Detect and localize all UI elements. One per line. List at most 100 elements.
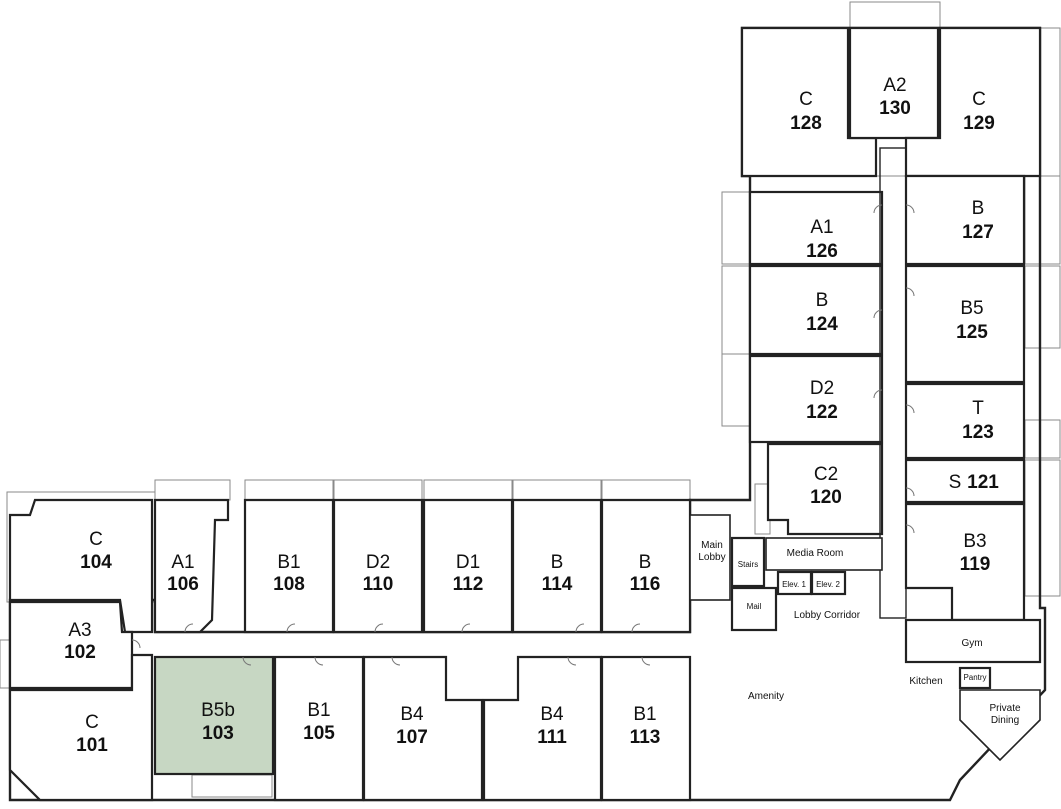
gym[interactable]: Gym xyxy=(904,618,1042,664)
unit-type-label: B3 xyxy=(963,531,986,552)
svg-text:Elev. 2: Elev. 2 xyxy=(816,580,840,589)
unit-number-label: 116 xyxy=(630,574,661,595)
unit-u108[interactable]: B1 108 xyxy=(243,498,335,634)
unit-type-label: C xyxy=(89,529,103,550)
unit-number-label: 104 xyxy=(80,552,112,573)
unit-u111[interactable]: B4 111 xyxy=(482,655,603,802)
unit-number-label: 102 xyxy=(64,642,96,663)
unit-u112[interactable]: D1 112 xyxy=(422,498,514,634)
unit-number-label: 101 xyxy=(76,735,108,756)
pantry: Pantry xyxy=(958,666,992,690)
svg-text:Dining: Dining xyxy=(991,715,1019,726)
media-room[interactable]: Media Room xyxy=(765,537,883,571)
main-lobby[interactable]: Main Lobby xyxy=(689,514,731,601)
unit-number-label: 130 xyxy=(879,98,911,119)
unit-u120[interactable]: C2 120 xyxy=(766,442,884,536)
unit-u105[interactable]: B1 105 xyxy=(273,655,365,802)
unit-u107[interactable]: B4 107 xyxy=(362,655,484,802)
unit-type-label: B5b xyxy=(201,700,235,721)
mail-room[interactable]: Mail xyxy=(730,586,778,632)
unit-u114[interactable]: B 114 xyxy=(511,498,603,634)
unit-type-label: B4 xyxy=(400,704,424,725)
unit-u126[interactable]: A1 126 xyxy=(748,190,884,266)
svg-text:Mail: Mail xyxy=(747,602,762,611)
unit-type-label: B xyxy=(816,290,829,311)
unit-number-label: 124 xyxy=(806,314,838,335)
unit-u123[interactable]: T 123 xyxy=(904,382,1026,460)
unit-type-label: C xyxy=(972,89,986,110)
unit-type-label: B1 xyxy=(633,704,656,725)
unit-u116[interactable]: B 116 xyxy=(600,498,692,634)
unit-u130[interactable]: A2 130 xyxy=(848,26,940,140)
unit-number-label: 126 xyxy=(806,241,838,262)
unit-u121[interactable]: S 121 xyxy=(904,458,1026,504)
unit-u110[interactable]: D2 110 xyxy=(332,498,424,634)
stairs: Stairs xyxy=(730,536,766,588)
unit-number-label: 129 xyxy=(963,113,995,134)
unit-number-label: 105 xyxy=(303,723,335,744)
unit-number-label: 111 xyxy=(537,727,567,748)
unit-u128[interactable]: C 128 xyxy=(740,26,878,178)
svg-text:Stairs: Stairs xyxy=(738,560,758,569)
unit-u104[interactable]: C 104 xyxy=(8,498,154,634)
unit-u125[interactable]: B5 125 xyxy=(904,264,1026,384)
svg-text:Elev. 1: Elev. 1 xyxy=(782,580,806,589)
unit-u101[interactable]: C 101 xyxy=(8,653,154,802)
unit-type-label: A2 xyxy=(883,75,906,96)
unit-number-label: 125 xyxy=(956,322,988,343)
unit-type-label: T xyxy=(972,398,984,419)
svg-text:Pantry: Pantry xyxy=(963,673,986,682)
svg-text:Lobby: Lobby xyxy=(698,552,725,563)
unit-type-label: B xyxy=(972,198,985,219)
elevator-1[interactable]: Elev. 1 xyxy=(776,570,813,596)
unit-number-label: 127 xyxy=(962,222,994,243)
private-dining[interactable]: Private Dining xyxy=(959,689,1041,762)
unit-u106[interactable]: A1 106 xyxy=(153,498,230,634)
unit-number-label: 106 xyxy=(167,574,199,595)
elevator-2[interactable]: Elev. 2 xyxy=(810,570,847,596)
unit-number-label: 110 xyxy=(363,574,394,595)
unit-type-label: S xyxy=(949,472,962,493)
unit-type-label: A1 xyxy=(171,552,194,573)
amenity-label: Amenity xyxy=(748,691,784,702)
unit-number-label: 108 xyxy=(273,574,305,595)
svg-text:Private: Private xyxy=(989,703,1021,714)
unit-type-label: D1 xyxy=(456,552,480,573)
unit-type-label: C xyxy=(85,712,99,733)
unit-number-label: 113 xyxy=(630,727,661,748)
svg-text:Media Room: Media Room xyxy=(787,548,844,559)
kitchen-label: Kitchen xyxy=(909,676,942,687)
unit-type-label: B1 xyxy=(277,552,300,573)
unit-type-label: B5 xyxy=(960,298,983,319)
unit-type-label: A1 xyxy=(810,217,833,238)
unit-type-label: B xyxy=(551,552,564,573)
unit-type-label: C2 xyxy=(814,464,838,485)
unit-number-label: 123 xyxy=(962,422,994,443)
unit-u113[interactable]: B1 113 xyxy=(600,655,692,802)
unit-type-label: B xyxy=(639,552,652,573)
unit-type-label: A3 xyxy=(68,620,91,641)
unit-number-label: 103 xyxy=(202,723,234,744)
unit-u119[interactable]: B3 119 xyxy=(904,502,1026,622)
lobby-corridor-label: Lobby Corridor xyxy=(794,610,861,621)
unit-type-label: D2 xyxy=(810,378,834,399)
unit-number-label: 128 xyxy=(790,113,822,134)
unit-number-label: 122 xyxy=(806,402,838,423)
unit-number-label: 121 xyxy=(967,472,999,493)
svg-text:Main: Main xyxy=(701,540,723,551)
unit-number-label: 112 xyxy=(453,574,484,595)
unit-u103[interactable]: B5b 103 xyxy=(153,655,275,776)
unit-type-label: D2 xyxy=(366,552,390,573)
unit-number-label: 114 xyxy=(542,574,573,595)
door-swings xyxy=(131,204,915,666)
unit-u102[interactable]: A3 102 xyxy=(8,600,134,690)
unit-u124[interactable]: B 124 xyxy=(748,264,884,356)
svg-text:Gym: Gym xyxy=(961,638,982,649)
unit-u122[interactable]: D2 122 xyxy=(748,354,884,444)
unit-u129[interactable]: C 129 xyxy=(904,26,1042,178)
unit-number-label: 119 xyxy=(960,554,991,575)
unit-type-label: B4 xyxy=(540,704,564,725)
unit-u127[interactable]: B 127 xyxy=(904,174,1026,266)
